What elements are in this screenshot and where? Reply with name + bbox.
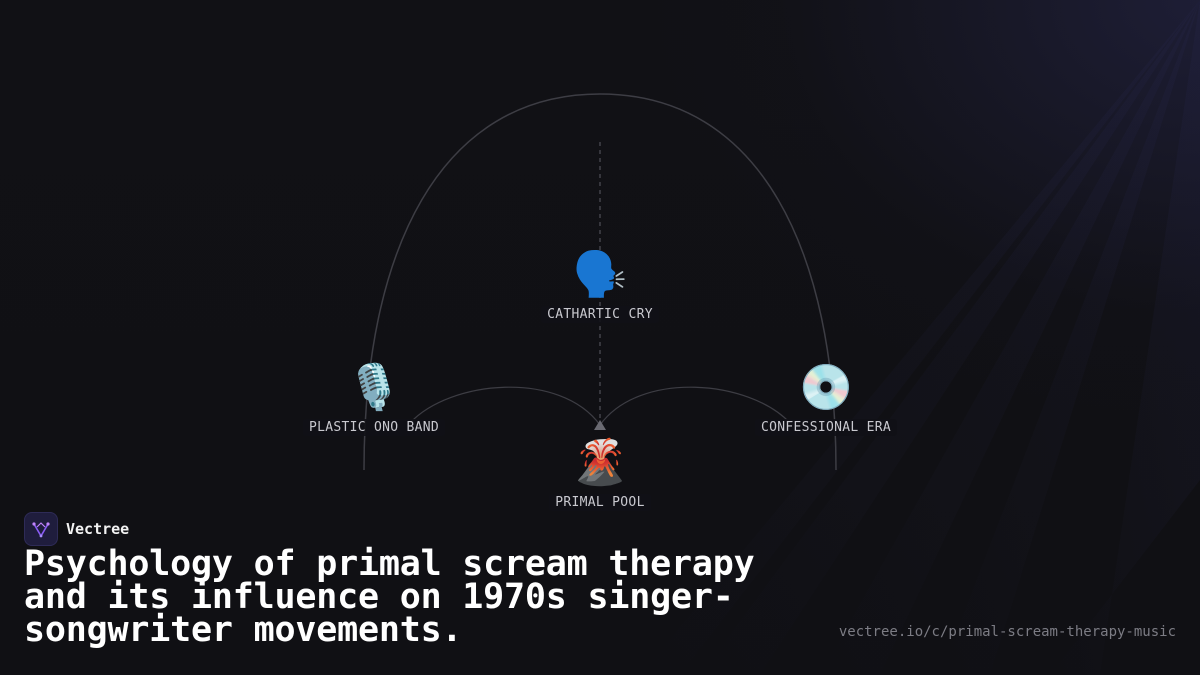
source-url[interactable]: vectree.io/c/primal-scream-therapy-music [838, 624, 1176, 640]
page-title: Psychology of primal scream therapy and … [24, 544, 755, 650]
edge-plastic-confessional [363, 93, 837, 471]
brand[interactable]: Vectree [24, 512, 129, 546]
node-cathartic-cry[interactable]: 🗣️ CATHARTIC CRY [500, 248, 700, 323]
node-primal-pool[interactable]: 🌋 PRIMAL POOL [500, 436, 700, 511]
node-label: CATHARTIC CRY [541, 306, 659, 323]
brand-name: Vectree [66, 520, 130, 538]
node-confessional-era[interactable]: 💿 CONFESSIONAL ERA [726, 361, 926, 436]
microphone-icon: 🎙️ [346, 362, 402, 413]
edge-plastic-primal [409, 386, 601, 426]
edge-confessional-primal [599, 386, 791, 426]
node-label: PRIMAL POOL [549, 494, 651, 511]
compact-disc-icon: 💿 [798, 362, 854, 413]
speaking-head-icon: 🗣️ [572, 249, 628, 300]
volcano-icon: 🌋 [572, 437, 628, 488]
node-plastic-ono-band[interactable]: 🎙️ PLASTIC ONO BAND [274, 361, 474, 436]
vectree-logo-icon [24, 512, 58, 546]
node-label: CONFESSIONAL ERA [754, 419, 898, 436]
arrowhead-icon [594, 420, 606, 430]
node-label: PLASTIC ONO BAND [302, 419, 446, 436]
